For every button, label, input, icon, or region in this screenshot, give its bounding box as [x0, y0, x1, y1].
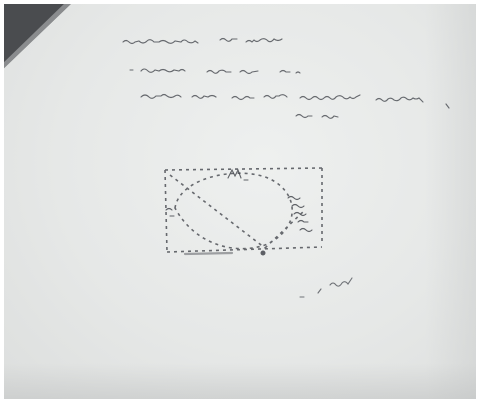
diagram-diagonal-1 [169, 174, 266, 249]
dotted-diagram [164, 167, 323, 253]
diagram-loop [174, 172, 293, 250]
note-line-1 [122, 37, 283, 45]
small-note [299, 277, 353, 298]
diagram-top-edge [164, 167, 323, 171]
diagram-labels [165, 168, 313, 256]
diagram-diagonal-2 [264, 209, 306, 249]
note-line-4 [295, 113, 339, 119]
diagram-bottom-edge [166, 246, 323, 253]
right-edge-shadow [425, 0, 480, 403]
note-line-3 [140, 93, 450, 109]
top-left-dark-corner [0, 0, 75, 72]
bottom-edge-shadow [0, 363, 480, 403]
note-line-2 [129, 68, 301, 75]
